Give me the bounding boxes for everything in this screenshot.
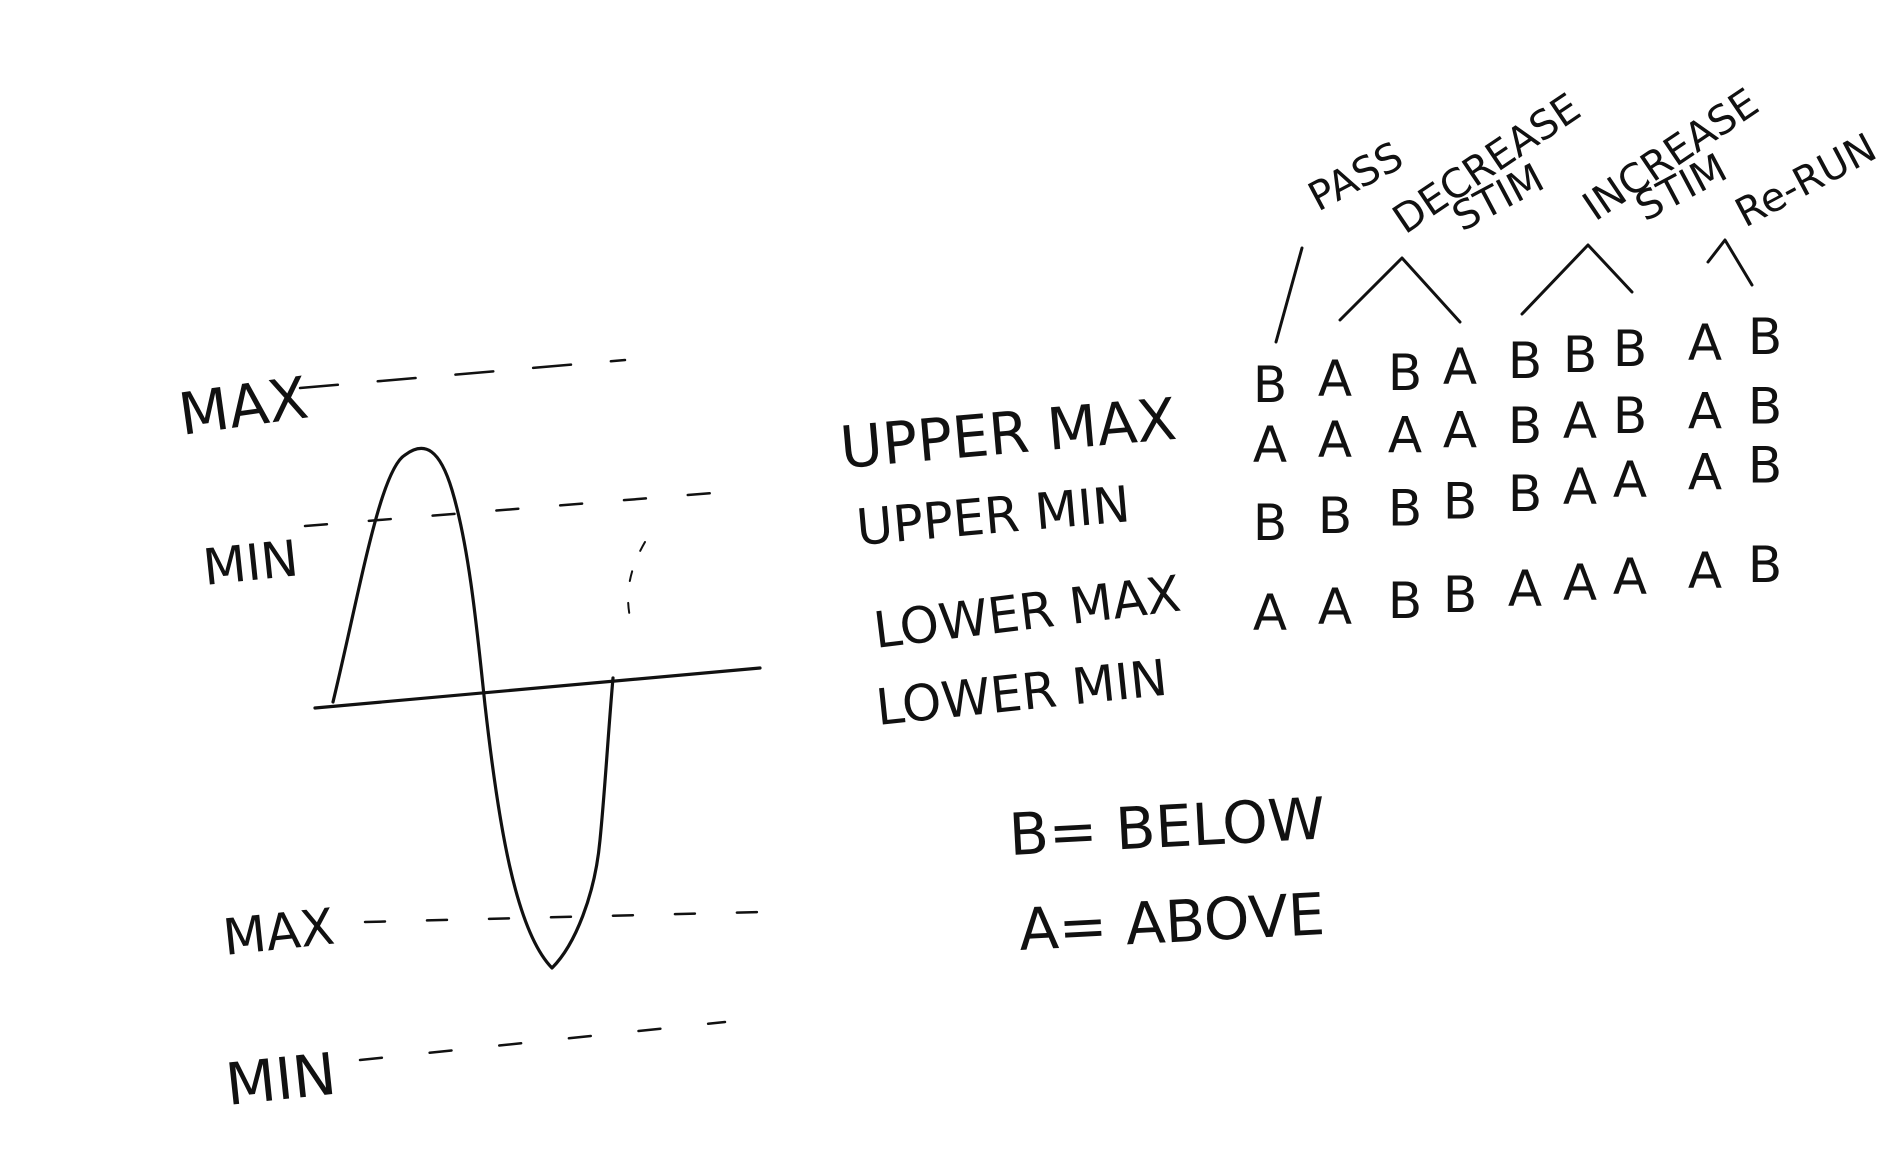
table-cell: B <box>1563 326 1597 384</box>
increase-bracket <box>1520 243 1634 316</box>
table-cell: A <box>1688 382 1722 440</box>
table-cell: B <box>1508 332 1542 390</box>
row-label-upper-min: UPPER MIN <box>854 475 1132 557</box>
table-cell: A <box>1613 451 1647 509</box>
table-cell: A <box>1318 350 1352 408</box>
table-cell: A <box>1563 458 1597 516</box>
table-cell: A <box>1443 338 1477 396</box>
lower-min-dashed-line <box>358 1020 727 1062</box>
table-cell: A <box>1388 406 1422 464</box>
dashed-vertical-marker <box>627 541 646 626</box>
lower-min-label: MIN <box>222 1040 339 1119</box>
table-cell: B <box>1748 308 1782 366</box>
table-cell: B <box>1748 436 1782 494</box>
upper-min-label: MIN <box>200 529 301 597</box>
table-cell: B <box>1508 465 1542 523</box>
baseline-axis <box>313 666 762 710</box>
row-label-lower-max: LOWER MAX <box>870 565 1183 660</box>
table-cell: B <box>1443 472 1477 530</box>
table-cell: A <box>1253 416 1287 474</box>
table-cell: A <box>1508 560 1542 618</box>
pass-bracket <box>1274 246 1304 344</box>
lower-max-label: MAX <box>220 898 337 967</box>
table-cell: B <box>1253 356 1287 414</box>
table-cell: B <box>1388 344 1422 402</box>
table-cell: A <box>1563 554 1597 612</box>
table-cell: B <box>1748 378 1782 436</box>
decrease-bracket <box>1338 256 1462 324</box>
row-label-lower-min: LOWER MIN <box>873 649 1170 737</box>
table-cell: B <box>1253 494 1287 552</box>
rerun-annotation: Re-RUN <box>1728 125 1884 237</box>
table-cell: A <box>1688 444 1722 502</box>
table-cell: B <box>1443 566 1477 624</box>
table-cell: A <box>1318 578 1352 636</box>
table-cell: A <box>1318 411 1352 469</box>
table-cell: A <box>1688 542 1722 600</box>
table-cell: A <box>1613 548 1647 606</box>
upper-max-label: MAX <box>174 364 312 449</box>
table-cell: B <box>1613 320 1647 378</box>
table-cell: B <box>1748 536 1782 594</box>
table-cell: B <box>1508 397 1542 455</box>
legend: B= BELOW A= ABOVE <box>1007 785 1327 964</box>
rerun-bracket <box>1706 238 1754 287</box>
table-cell: A <box>1563 392 1597 450</box>
column-annotations: PASS DECREASE STIM INCREASE STIM Re-RUN <box>1274 80 1884 344</box>
lower-max-dashed-line <box>363 910 762 924</box>
waveform-curve <box>331 446 615 970</box>
upper-min-dashed-line <box>303 490 727 528</box>
upper-max-dashed-line <box>298 358 627 390</box>
threshold-truth-table: UPPER MAX UPPER MIN LOWER MAX LOWER MIN … <box>837 308 1782 737</box>
table-cell: B <box>1388 572 1422 630</box>
table-cell: A <box>1443 402 1477 460</box>
legend-below: B= BELOW <box>1007 785 1327 869</box>
table-cell: B <box>1388 480 1422 538</box>
table-cell: B <box>1318 487 1352 545</box>
row-label-upper-max: UPPER MAX <box>837 385 1179 482</box>
table-cell: A <box>1688 314 1722 372</box>
waveform-sketch: MAX MIN MAX MIN <box>174 358 762 1119</box>
table-cell: A <box>1253 584 1287 642</box>
legend-above: A= ABOVE <box>1017 880 1326 964</box>
table-cell: B <box>1613 387 1647 445</box>
